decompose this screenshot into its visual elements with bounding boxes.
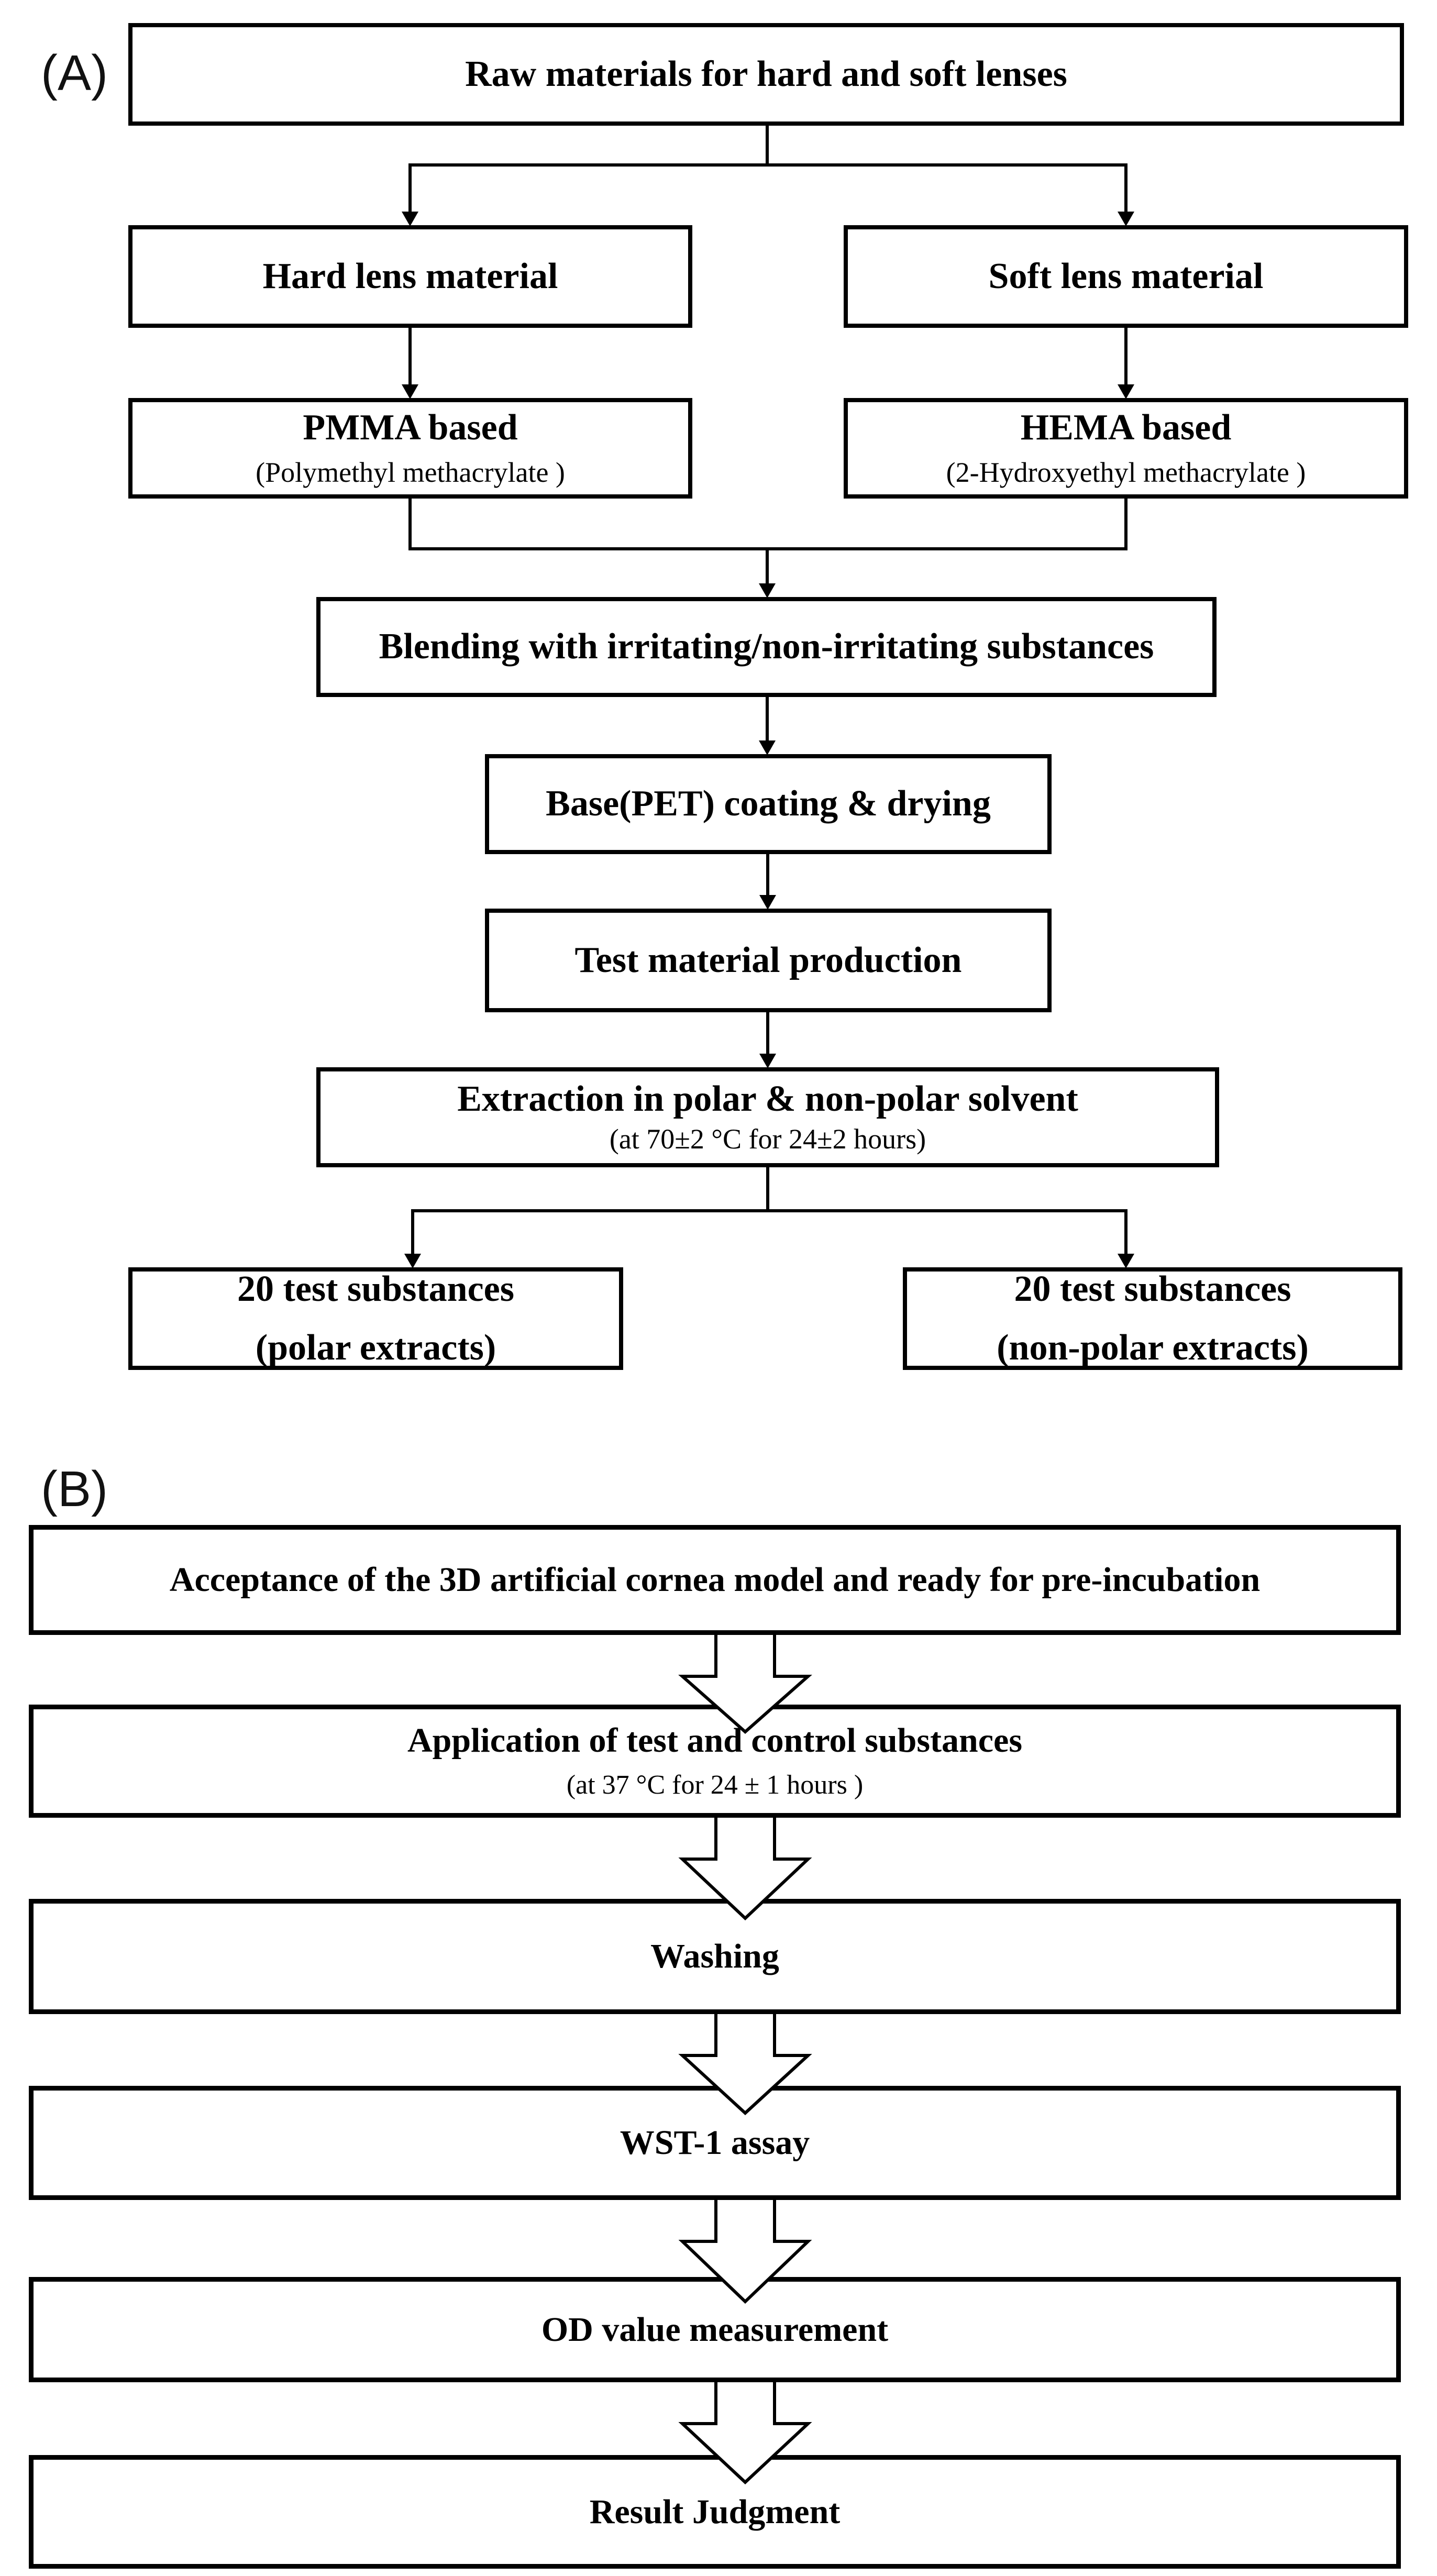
- box-nonpolar-extracts-line2: (non-polar extracts): [997, 1328, 1309, 1368]
- box-acceptance-title: Acceptance of the 3D artificial cornea m…: [169, 1561, 1261, 1599]
- box-application-title: Application of test and control substanc…: [407, 1721, 1023, 1760]
- box-hard-lens: Hard lens material: [128, 225, 692, 328]
- box-blending-title: Blending with irritating/non-irritating …: [379, 626, 1154, 667]
- box-polar-extracts: 20 test substances (polar extracts): [128, 1267, 623, 1370]
- box-polar-extracts-line1: 20 test substances: [237, 1268, 514, 1309]
- box-nonpolar-extracts: 20 test substances (non-polar extracts): [903, 1267, 1402, 1370]
- box-base-coating-title: Base(PET) coating & drying: [546, 783, 991, 824]
- box-od-measurement-title: OD value measurement: [541, 2310, 889, 2349]
- box-extraction-title: Extraction in polar & non-polar solvent: [457, 1078, 1078, 1119]
- arrowhead-icon: [759, 1054, 776, 1068]
- box-soft-lens-title: Soft lens material: [988, 256, 1264, 296]
- box-nonpolar-extracts-line1: 20 test substances: [1014, 1268, 1291, 1309]
- box-application-subtitle: (at 37 °C for 24 ± 1 hours ): [566, 1770, 864, 1800]
- box-extraction-subtitle: (at 70±2 °C for 24±2 hours): [609, 1123, 926, 1155]
- arrowhead-icon: [759, 740, 776, 755]
- arrowhead-icon: [759, 583, 776, 598]
- box-base-coating: Base(PET) coating & drying: [485, 754, 1052, 854]
- box-wst1-assay: WST-1 assay: [29, 2086, 1401, 2200]
- arrowhead-icon: [404, 1254, 421, 1268]
- box-od-measurement: OD value measurement: [29, 2277, 1401, 2382]
- box-acceptance: Acceptance of the 3D artificial cornea m…: [29, 1525, 1401, 1635]
- box-result-judgment: Result Judgment: [29, 2455, 1401, 2569]
- box-soft-lens: Soft lens material: [844, 225, 1408, 328]
- box-extraction: Extraction in polar & non-polar solvent …: [316, 1067, 1219, 1167]
- panel-b-label: (B): [41, 1461, 108, 1517]
- box-test-material-title: Test material production: [574, 939, 962, 980]
- box-polar-extracts-line2: (polar extracts): [255, 1328, 496, 1368]
- box-raw-materials: Raw materials for hard and soft lenses: [128, 23, 1404, 126]
- panel-a-label: (A): [41, 45, 108, 101]
- box-hard-lens-title: Hard lens material: [262, 256, 558, 296]
- arrowhead-icon: [1118, 384, 1134, 399]
- box-washing-title: Washing: [650, 1937, 779, 1976]
- box-raw-materials-title: Raw materials for hard and soft lenses: [465, 53, 1067, 94]
- box-application: Application of test and control substanc…: [29, 1705, 1401, 1818]
- arrowhead-icon: [759, 895, 776, 910]
- box-result-judgment-title: Result Judgment: [589, 2492, 841, 2531]
- arrowhead-icon: [1118, 1254, 1134, 1268]
- box-pmma-title: PMMA based: [303, 407, 518, 448]
- arrowhead-icon: [402, 384, 418, 399]
- box-wst1-assay-title: WST-1 assay: [620, 2124, 810, 2162]
- arrowhead-icon: [402, 212, 418, 226]
- box-hema: HEMA based (2-Hydroxyethyl methacrylate …: [844, 398, 1408, 499]
- box-pmma: PMMA based (Polymethyl methacrylate ): [128, 398, 692, 499]
- box-test-material: Test material production: [485, 909, 1052, 1012]
- box-hema-subtitle: (2-Hydroxyethyl methacrylate ): [946, 456, 1306, 488]
- arrowhead-icon: [1118, 212, 1134, 226]
- box-pmma-subtitle: (Polymethyl methacrylate ): [256, 456, 565, 488]
- box-blending: Blending with irritating/non-irritating …: [316, 597, 1217, 697]
- box-washing: Washing: [29, 1899, 1401, 2014]
- box-hema-title: HEMA based: [1020, 407, 1232, 448]
